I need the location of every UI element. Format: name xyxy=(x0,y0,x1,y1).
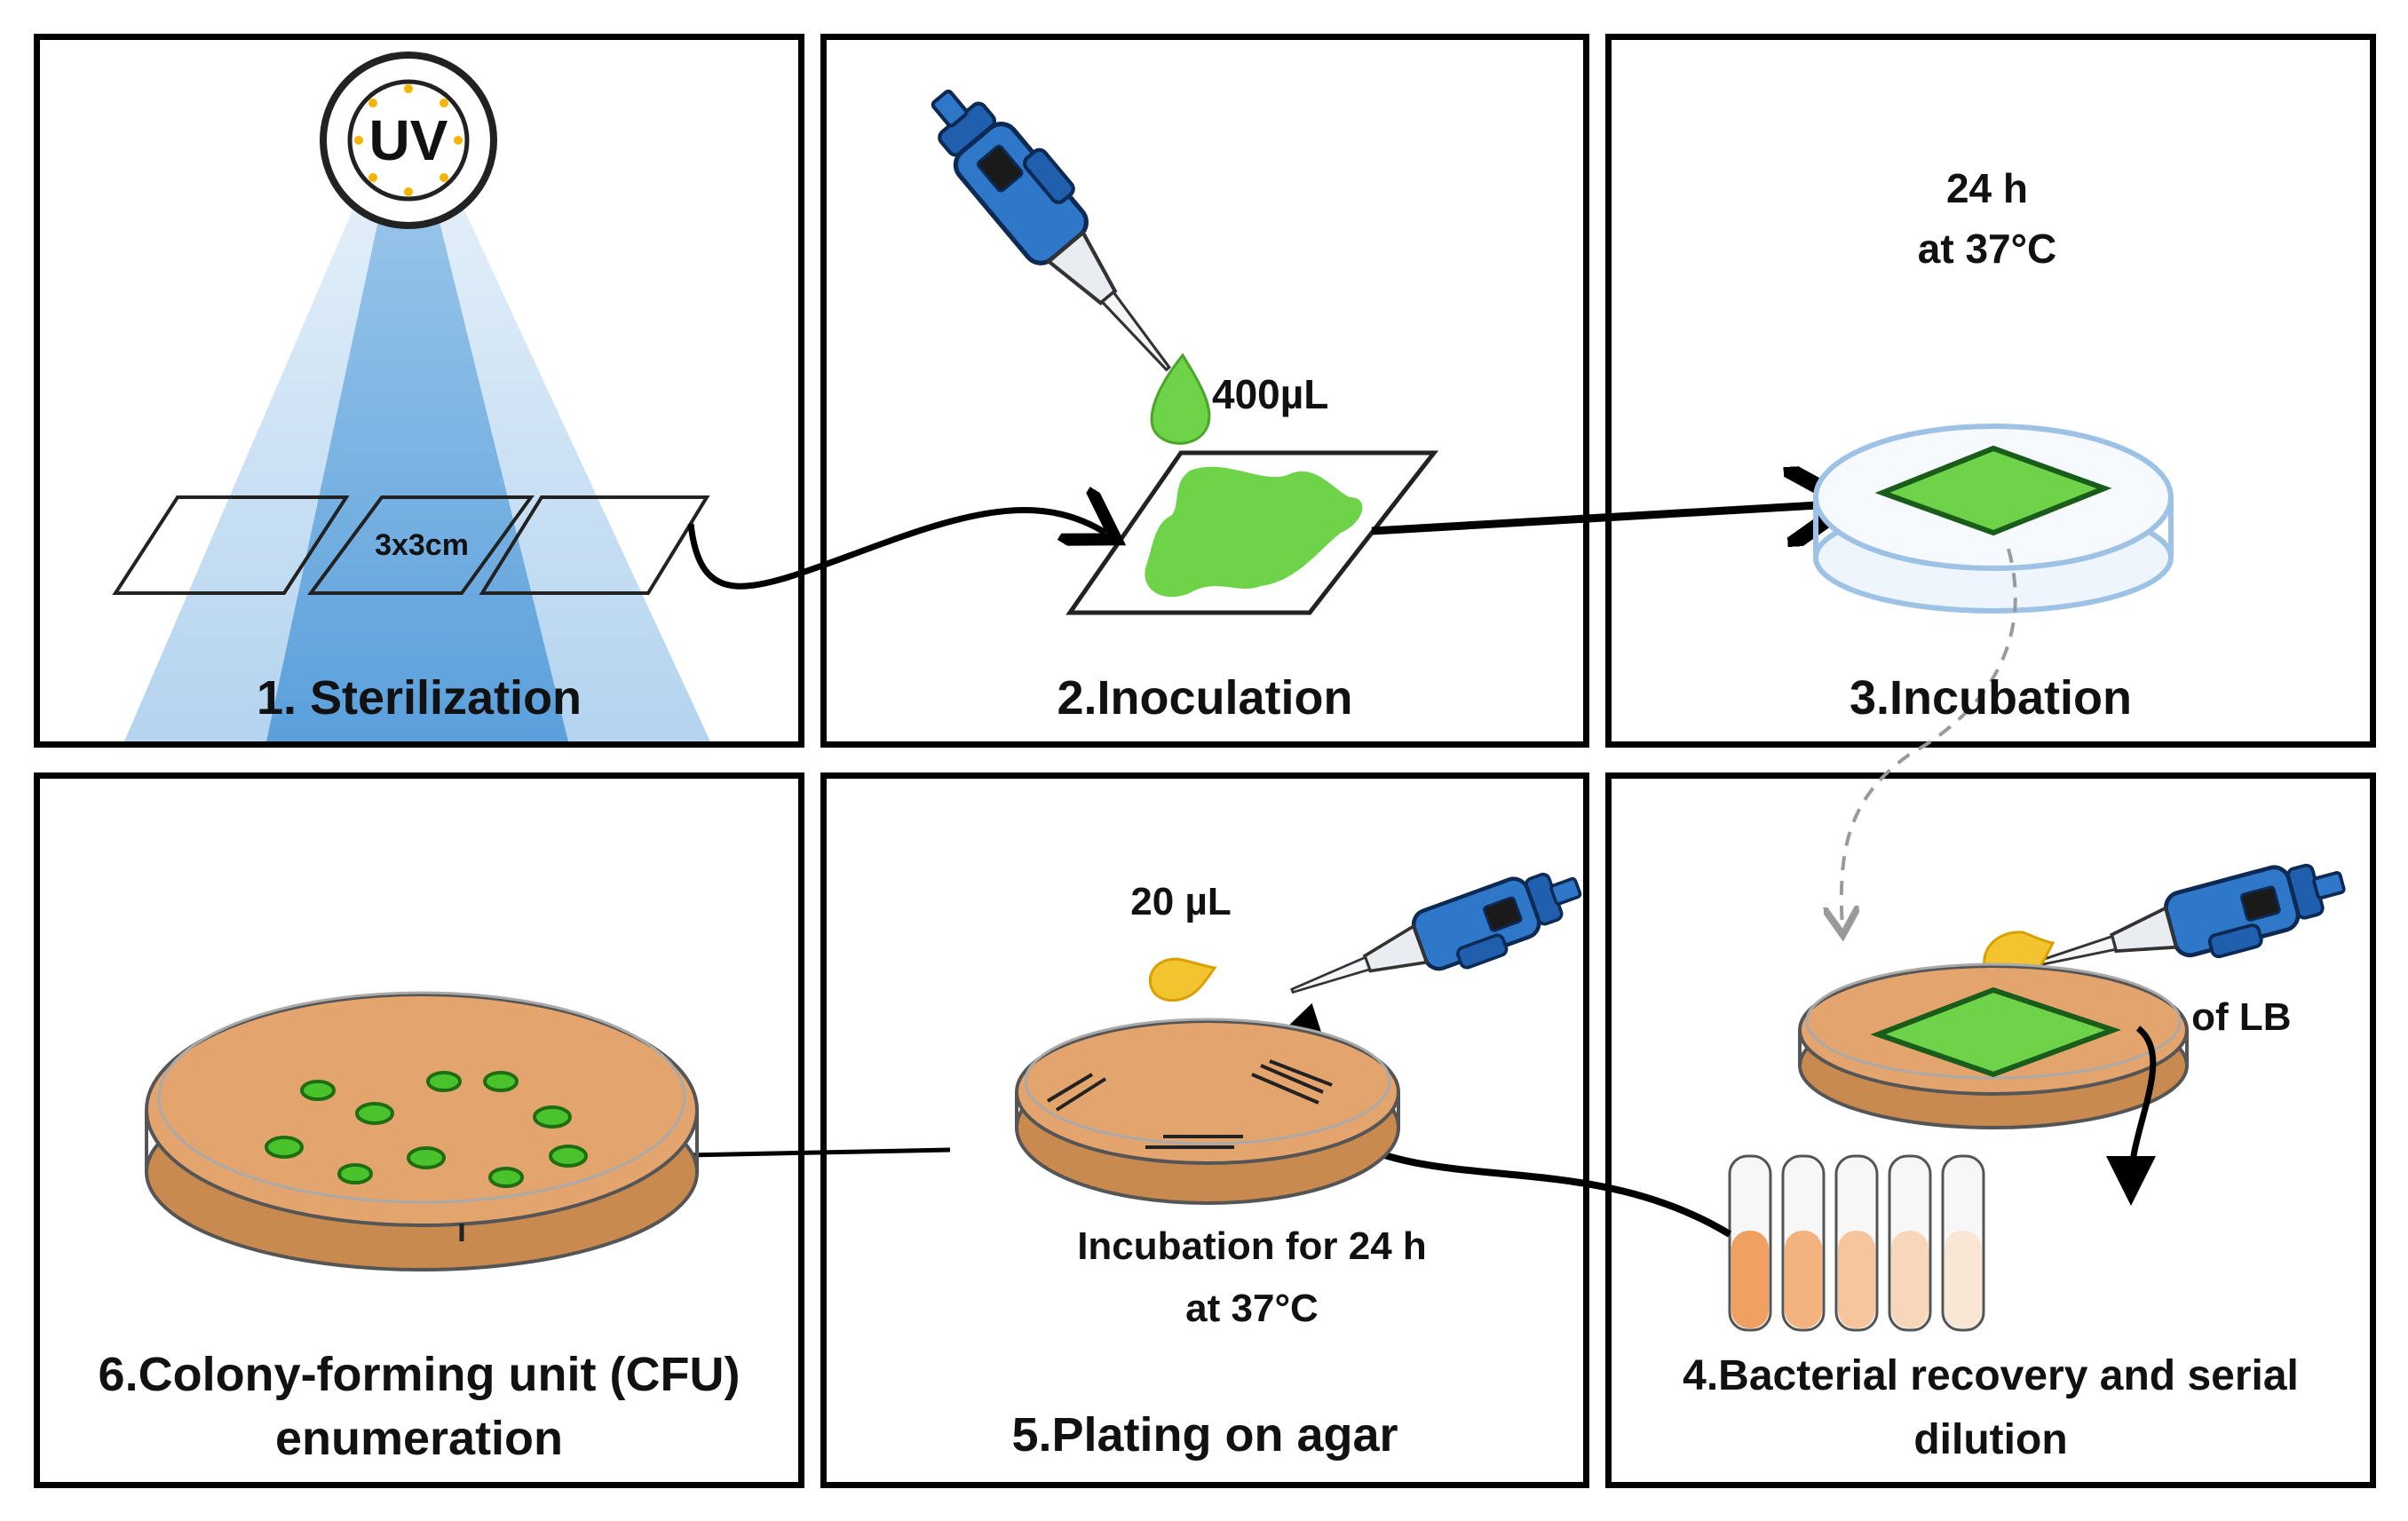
incubation-time: 24 h xyxy=(1946,165,2028,211)
sterilization-sheets xyxy=(112,495,710,595)
title-inoculation: 2.Inoculation xyxy=(1057,671,1353,725)
title-sterilization: 1. Sterilization xyxy=(256,671,582,725)
colony-icon xyxy=(265,1071,588,1188)
sheet-size-label: 3x3cm xyxy=(375,528,469,562)
inoculation-volume: 400µL xyxy=(1212,371,1328,417)
plating-petri-dish-icon xyxy=(1015,1018,1400,1205)
arrow-inoculation-to-incubation xyxy=(1371,504,1834,531)
arrow-sterilization-to-inoculation xyxy=(687,511,1105,590)
test-tube-icon xyxy=(1728,1154,1985,1332)
plating-incubation-line1: Incubation for 24 h xyxy=(1077,1224,1427,1268)
dashed-arrow-incubation-to-recovery xyxy=(1842,548,2017,928)
title-plating: 5.Plating on agar xyxy=(1011,1408,1398,1462)
panel-incubation xyxy=(1605,34,2376,748)
uv-label: UV xyxy=(369,108,448,172)
plating-droplet xyxy=(1148,957,1217,1002)
title-incubation: 3.Incubation xyxy=(1849,671,2132,725)
plating-pipette-icon xyxy=(1282,859,1591,1027)
pipette-icon xyxy=(913,68,1202,392)
title-recovery-line2: dilution xyxy=(1913,1416,2068,1463)
inoculum-spread xyxy=(1145,466,1363,598)
uv-lamp-icon: UV xyxy=(320,51,497,229)
recovery-petri-dish-icon xyxy=(1798,963,2189,1129)
arrow-dish-to-tubes xyxy=(2106,1026,2157,1206)
plating-incubation-line2: at 37°C xyxy=(1185,1287,1319,1330)
incubation-temp: at 37°C xyxy=(1918,226,2056,272)
cfu-petri-dish-icon xyxy=(145,991,699,1271)
inoculum-droplet xyxy=(1150,353,1211,445)
plating-volume: 20 µL xyxy=(1130,880,1231,923)
title-recovery-line1: 4.Bacterial recovery and serial xyxy=(1683,1352,2299,1399)
uv-beam xyxy=(124,204,710,741)
title-cfu-line1: 6.Colony-forming unit (CFU) xyxy=(98,1348,741,1401)
petri-dish-icon xyxy=(1813,424,2174,614)
title-cfu-line2: enumeration xyxy=(274,1412,564,1465)
